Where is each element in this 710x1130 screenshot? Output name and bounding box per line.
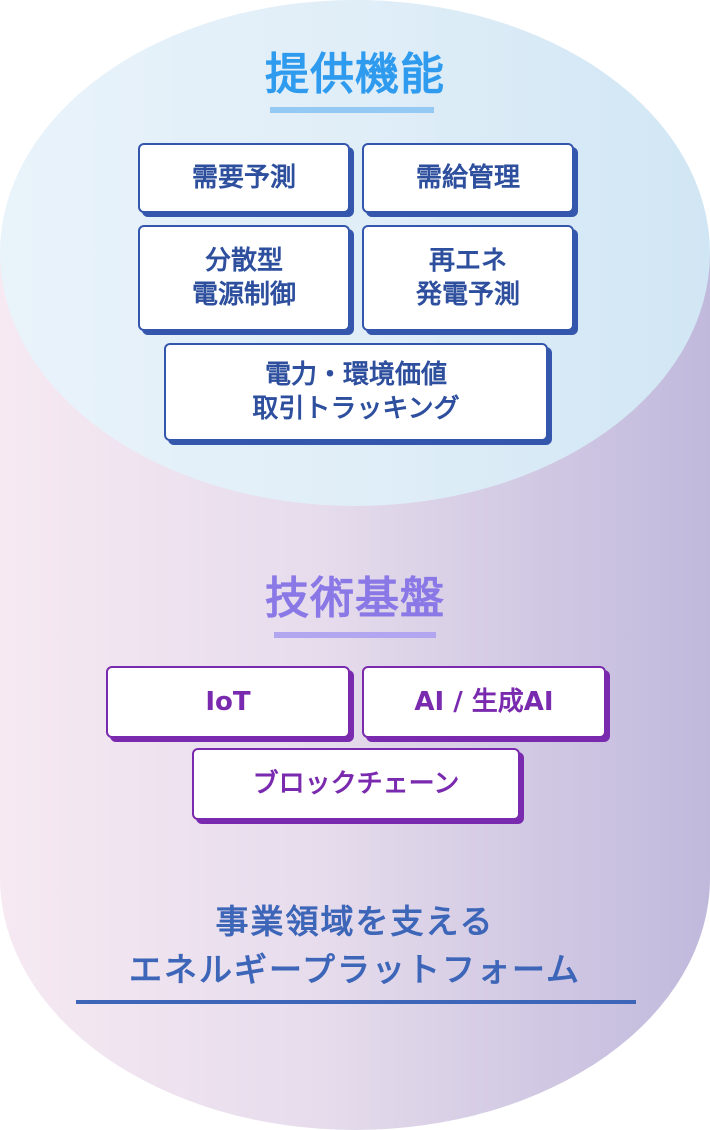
platform-label: 事業領域を支える エネルギープラットフォーム bbox=[128, 902, 582, 989]
function-supply-demand-management: 需給管理 bbox=[362, 143, 574, 213]
platform-underline bbox=[76, 1000, 636, 1004]
technology-iot: IoT bbox=[106, 666, 350, 738]
technology-title: 技術基盤 bbox=[265, 573, 445, 624]
functions-title-underline bbox=[270, 107, 434, 113]
functions-title: 提供機能 bbox=[265, 49, 445, 100]
function-demand-forecast: 需要予測 bbox=[138, 143, 350, 213]
function-distributed-power-control: 分散型 電源制御 bbox=[138, 225, 350, 331]
technology-title-underline bbox=[274, 632, 436, 638]
function-renewable-generation-forecast: 再エネ 発電予測 bbox=[362, 225, 574, 331]
technology-blockchain: ブロックチェーン bbox=[192, 748, 520, 820]
function-trading-tracking: 電力・環境価値 取引トラッキング bbox=[164, 343, 548, 441]
technology-ai: AI / 生成AI bbox=[362, 666, 606, 738]
